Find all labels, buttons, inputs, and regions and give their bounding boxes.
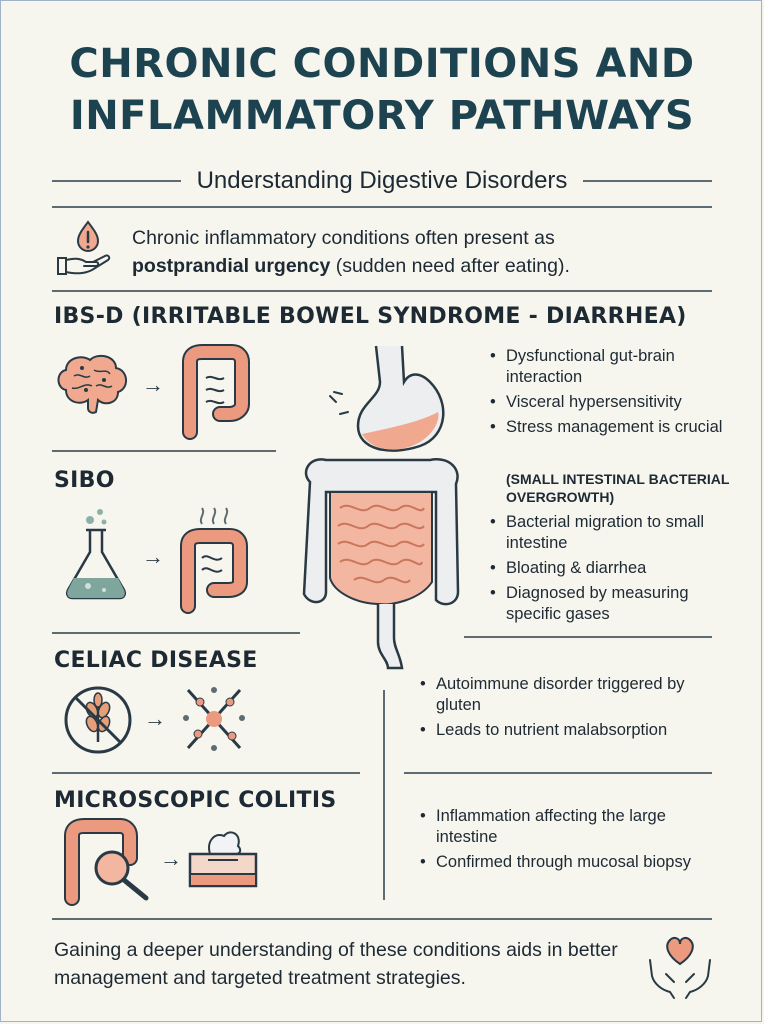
vertical-divider [383,690,385,900]
sibo-heading: SIBO [54,468,115,493]
divider-sibo [52,632,300,634]
no-gluten-icon [64,686,132,754]
divider-sibo-right [464,636,712,638]
title-line-2: INFLAMMATORY PATHWAYS [69,93,695,139]
intro-text: Chronic inflammatory conditions often pr… [132,224,692,280]
ibs-arrow: → [142,372,164,397]
celiac-arrow: → [144,706,166,731]
subtitle-row: Understanding Digestive Disorders [52,164,712,198]
divider-top [52,206,712,208]
flask-icon [65,509,127,600]
hands-heart-icon [649,936,711,999]
colitis-bullet: Inflammation affecting the large intesti… [420,806,720,848]
celiac-heading: CELIAC DISEASE [54,648,258,673]
sibo-bullet-list: Bacterial migration to small intestine B… [490,512,730,629]
divider-celiac [52,772,360,774]
colitis-bullet-list: Inflammation affecting the large intesti… [420,806,720,877]
malabsorption-icon [183,687,245,751]
sibo-bullet: Bloating & diarrhea [490,558,730,579]
magnified-colon-icon [64,818,149,906]
ibs-bullet-list: Dysfunctional gut-brain interaction Visc… [490,346,730,442]
hand-warning-icon [57,220,111,275]
celiac-bullet-list: Autoimmune disorder triggered by gluten … [420,674,720,745]
ibs-heading: IBS-D (IRRITABLE BOWEL SYNDROME - DIARRH… [54,304,687,329]
subtitle-rule-right [583,180,712,182]
sibo-bullet: Bacterial migration to small intestine [490,512,730,554]
tissue-box-icon [188,831,258,888]
page-title: CHRONIC CONDITIONS AND INFLAMMATORY PATH… [0,38,764,142]
colitis-bullet: Confirmed through mucosal biopsy [420,852,720,873]
ibs-bullet: Stress management is crucial [490,417,730,438]
title-line-1: CHRONIC CONDITIONS AND [69,41,695,87]
bloated-intestine-icon [180,507,248,614]
sibo-arrow: → [142,544,164,569]
divider-intro [52,290,712,292]
sibo-full-name: (SMALL INTESTINAL BACTERIAL OVERGROWTH) [506,471,730,505]
sibo-bullet: Diagnosed by measuring specific gases [490,583,730,625]
divider-footer [52,918,712,920]
ibs-bullet: Dysfunctional gut-brain interaction [490,346,730,388]
subtitle: Understanding Digestive Disorders [196,167,568,194]
intro-text-start: Chronic inflammatory conditions often pr… [132,227,555,249]
ibs-bullet: Visceral hypersensitivity [490,392,730,413]
footer-text: Gaining a deeper understanding of these … [54,939,618,989]
colon-icon [182,344,250,440]
colitis-heading: MICROSCOPIC COLITIS [54,788,337,813]
divider-celiac-right [404,772,712,774]
celiac-bullet: Autoimmune disorder triggered by gluten [420,674,720,716]
intro-text-end: (sudden need after eating). [330,255,570,277]
celiac-bullet: Leads to nutrient malabsorption [420,720,720,741]
colitis-arrow: → [160,846,182,871]
divider-ibs [52,450,276,452]
digestive-system-illustration [302,345,460,670]
brain-icon [57,354,127,414]
subtitle-rule-left [52,180,181,182]
intro-text-bold: postprandial urgency [132,255,331,277]
